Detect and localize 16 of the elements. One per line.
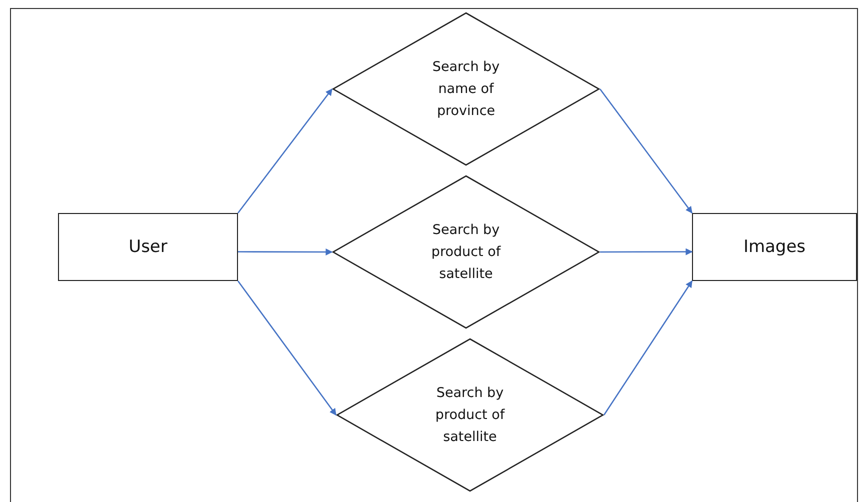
node-label: Images — [743, 237, 806, 257]
decision-diamond — [336, 338, 604, 492]
arrow — [599, 88, 693, 214]
node-label: Search by product of satellite — [434, 384, 506, 447]
arrow — [237, 280, 337, 416]
arrow — [237, 88, 333, 214]
node-label: Search by product of satellite — [430, 221, 502, 284]
node-label: Search by name of province — [431, 58, 501, 121]
process-box — [692, 213, 857, 281]
decision-diamond — [332, 175, 600, 329]
node-label: User — [128, 237, 168, 257]
arrow — [600, 248, 693, 256]
process-box — [58, 213, 238, 281]
arrow — [603, 280, 693, 416]
arrow — [238, 248, 333, 256]
decision-diamond — [332, 12, 600, 166]
